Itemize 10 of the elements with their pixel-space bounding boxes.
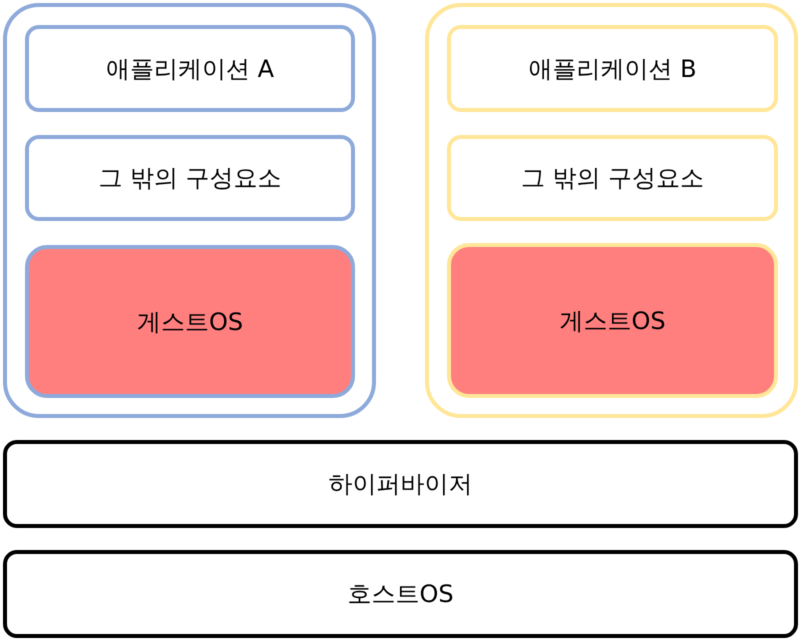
layer-box: 호스트OS <box>3 550 798 638</box>
component-box: 애플리케이션 B <box>447 25 778 112</box>
component-box: 애플리케이션 A <box>25 25 355 112</box>
guest-os-box: 게스트OS <box>447 243 778 398</box>
component-box: 그 밖의 구성요소 <box>447 135 778 221</box>
layer-box: 하이퍼바이저 <box>3 440 798 528</box>
group-frame <box>425 3 798 418</box>
component-box: 그 밖의 구성요소 <box>25 135 355 221</box>
guest-os-box: 게스트OS <box>25 245 355 398</box>
group-frame <box>3 3 376 418</box>
